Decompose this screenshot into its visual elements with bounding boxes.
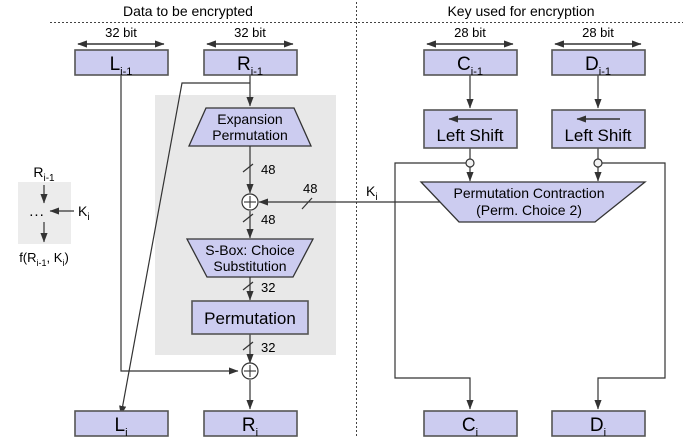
dim-arrow-d: 28 bit — [554, 25, 642, 48]
box-left-shift-d[interactable]: Left Shift — [551, 109, 646, 149]
box-c-next[interactable]: Ci — [423, 410, 518, 439]
legend-top-label: Ri-1 — [33, 164, 55, 184]
box-l-prev-label: L — [110, 54, 121, 75]
conn-shiftd-bypass-to-dnext — [594, 162, 666, 410]
box-l-prev-sub: i-1 — [120, 66, 132, 78]
box-r-prev-sub: i-1 — [251, 66, 263, 78]
svg-text:Li-1: Li-1 — [110, 54, 133, 78]
box-r-next[interactable]: Ri — [203, 410, 298, 439]
shape-permutation[interactable]: Permutation — [191, 300, 309, 335]
sbox-label-1: S-Box: Choice — [205, 242, 295, 258]
box-c-prev[interactable]: Ci-1 — [423, 49, 518, 78]
permutation-label: Permutation — [204, 309, 296, 328]
box-d-prev-label: D — [585, 54, 599, 75]
dim-arrow-r: 32 bit — [206, 25, 294, 48]
pc2-label-1: Permutation Contraction — [454, 185, 605, 201]
xor-gate-bottom — [241, 362, 259, 380]
conn-shiftc-bypass-to-cnext — [394, 162, 474, 410]
box-r-prev-label: R — [237, 54, 251, 75]
title-left: Data to be encrypted — [123, 3, 253, 19]
slash-48-a — [242, 163, 254, 173]
box-l-next[interactable]: Li — [74, 410, 169, 439]
box-d-next-label: D — [590, 415, 604, 436]
shape-expansion-permutation[interactable]: Expansion Permutation — [187, 107, 313, 147]
box-r-next-sub: i — [256, 427, 258, 439]
box-left-shift-c[interactable]: Left Shift — [423, 109, 518, 149]
box-l-prev[interactable]: Li-1 — [74, 49, 169, 78]
legend-inset: Ri-1 ... Ki f(Ri-1, Ki) — [19, 164, 89, 268]
svg-text:Di: Di — [590, 415, 606, 439]
bit-label-32-perm: 32 — [261, 340, 275, 355]
slash-48-b — [242, 213, 254, 223]
shape-sbox[interactable]: S-Box: Choice Substitution — [185, 238, 315, 278]
left-shift-d-label: Left Shift — [564, 126, 631, 145]
expansion-label-2: Permutation — [212, 127, 287, 143]
bit-label-48-xor-out: 48 — [261, 212, 275, 227]
box-c-next-sub: i — [476, 427, 478, 439]
dim-arrow-l: 32 bit — [77, 25, 165, 48]
svg-text:32 bit: 32 bit — [234, 25, 266, 40]
slash-48-key — [301, 197, 313, 210]
expansion-label-1: Expansion — [217, 111, 282, 127]
key-label: Ki — [366, 183, 378, 203]
svg-text:Ci: Ci — [462, 415, 478, 439]
svg-text:Li: Li — [114, 415, 127, 439]
svg-text:28 bit: 28 bit — [582, 25, 614, 40]
title-right: Key used for encryption — [447, 3, 594, 19]
box-d-next[interactable]: Di — [551, 410, 646, 439]
box-r-next-label: R — [242, 415, 256, 436]
svg-text:Ri: Ri — [242, 415, 258, 439]
bit-label-48-expansion: 48 — [261, 162, 275, 177]
junction-dot-c — [465, 158, 475, 168]
box-r-prev[interactable]: Ri-1 — [203, 49, 298, 78]
shape-permutation-contraction[interactable]: Permutation Contraction (Perm. Choice 2) — [419, 181, 647, 223]
legend-bottom-label: f(Ri-1, Ki) — [19, 250, 69, 268]
svg-text:Ri-1: Ri-1 — [237, 54, 263, 78]
box-c-next-label: C — [462, 415, 476, 436]
box-c-prev-label: C — [457, 54, 471, 75]
bit-label-32-sbox: 32 — [261, 280, 275, 295]
svg-text:Ci-1: Ci-1 — [457, 54, 483, 78]
junction-dot-d — [593, 158, 603, 168]
legend-dots: ... — [29, 203, 45, 220]
xor-gate-top — [241, 193, 259, 211]
key-label-sub: i — [375, 192, 377, 203]
left-shift-c-label: Left Shift — [436, 126, 503, 145]
key-label-base: K — [366, 183, 376, 199]
legend-key-label: Ki — [78, 203, 90, 223]
bit-label-48-key: 48 — [303, 181, 317, 196]
slash-32-a — [242, 281, 254, 291]
box-d-next-sub: i — [604, 427, 606, 439]
conn-rprev-to-lnext — [119, 82, 250, 416]
sbox-label-2: Substitution — [213, 258, 286, 274]
box-l-next-sub: i — [125, 427, 127, 439]
svg-text:32 bit: 32 bit — [105, 25, 137, 40]
dim-arrow-c: 28 bit — [426, 25, 514, 48]
conn-lprev-to-xor — [120, 75, 239, 375]
box-c-prev-sub: i-1 — [471, 66, 483, 78]
box-l-next-label: L — [114, 415, 125, 436]
svg-text:Di-1: Di-1 — [585, 54, 611, 78]
svg-text:28 bit: 28 bit — [454, 25, 486, 40]
box-d-prev-sub: i-1 — [599, 66, 611, 78]
pc2-label-2: (Perm. Choice 2) — [476, 202, 582, 218]
box-d-prev[interactable]: Di-1 — [551, 49, 646, 78]
slash-32-b — [242, 341, 254, 351]
